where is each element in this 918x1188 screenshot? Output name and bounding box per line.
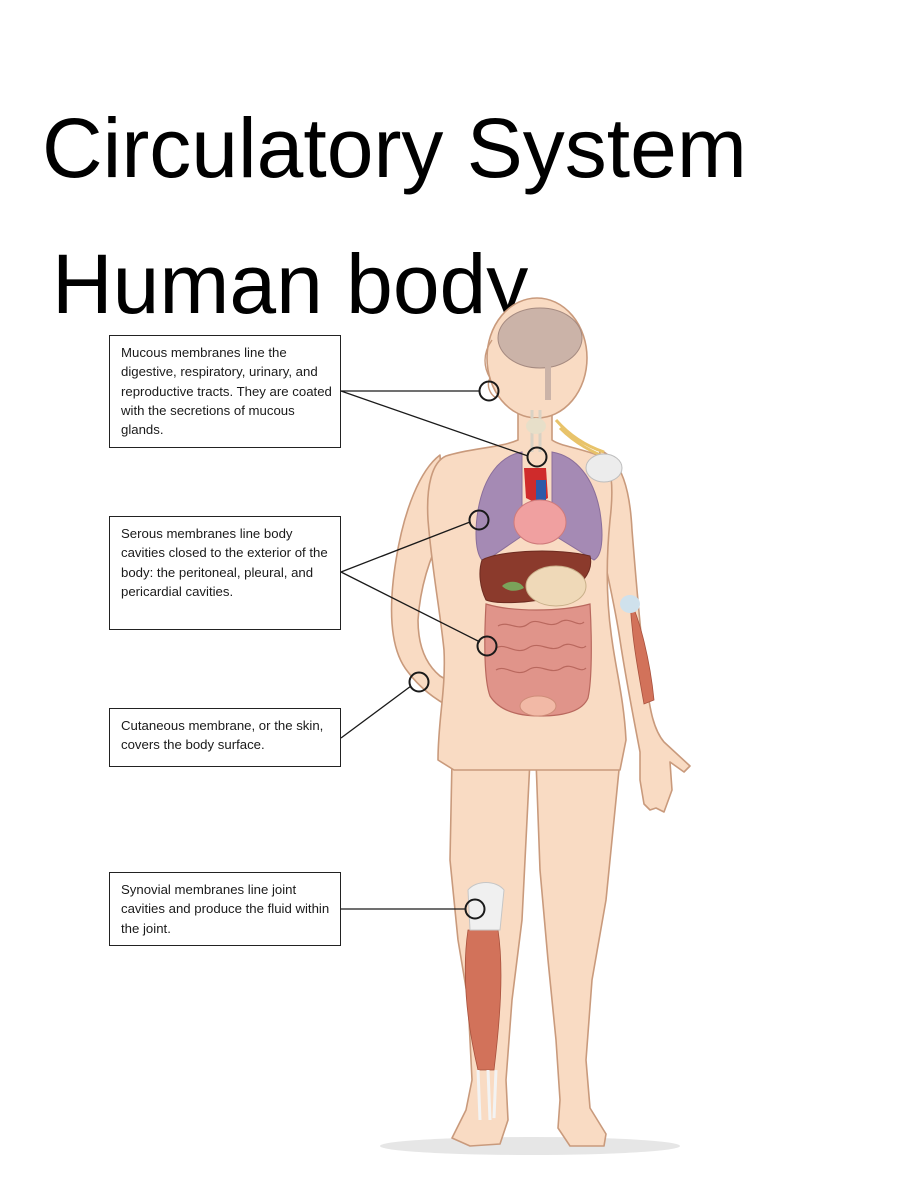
floor-shadow [380,1137,680,1155]
callout-markers [408,380,548,920]
leader-lines [340,390,529,910]
intestine-folds [495,619,587,674]
synovial-membrane-callout: Synovial membranes line joint cavities a… [109,872,341,946]
heart-vessel [536,480,546,500]
thyroid [526,418,546,434]
ankle-tendons [476,1069,498,1121]
serous-membrane-callout: Serous membranes line body cavities clos… [109,516,341,630]
brain [497,307,583,369]
mucous-membrane-callout: Mucous membranes line the digestive, res… [109,335,341,448]
forearm-muscle [629,599,655,705]
right-lung [551,451,603,561]
lower-leg-muscle [464,929,502,1071]
pericardium [513,499,567,545]
face-profile [484,339,497,399]
cutaneous-membrane-callout: Cutaneous membrane, or the skin, covers … [109,708,341,767]
page-title: Circulatory System [42,101,747,195]
elbow-joint [620,595,640,613]
page-subtitle: Human body [52,237,529,314]
intestines [484,603,592,717]
bladder [519,695,557,717]
shoulder-joint [585,453,623,483]
gallbladder [502,581,524,591]
knee-joint [467,882,505,931]
stomach [525,565,587,607]
